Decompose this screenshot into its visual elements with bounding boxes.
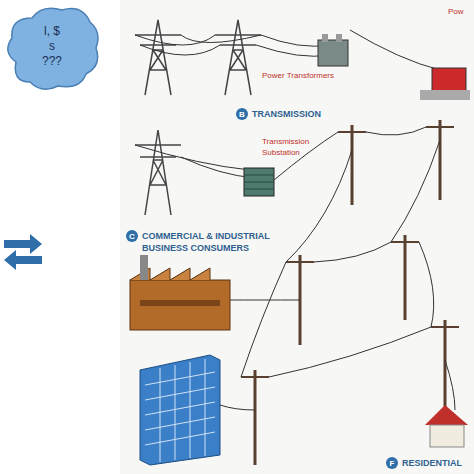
- cloud-text: l, $: [2, 24, 102, 39]
- cloud-text: ???: [2, 54, 102, 69]
- thought-cloud: l, $s???: [2, 2, 102, 94]
- cloud-text: s: [2, 39, 102, 54]
- section-badge: F: [386, 457, 398, 469]
- component-label: Transmission Substation: [262, 136, 332, 158]
- section-heading: TRANSMISSION: [252, 108, 321, 120]
- badge-letter: B: [239, 110, 245, 119]
- component-label: Pow: [448, 6, 464, 17]
- section-badge: C: [126, 230, 138, 242]
- badge-letter: C: [129, 232, 135, 241]
- section-heading: COMMERCIAL & INDUSTRIAL BUSINESS CONSUME…: [142, 230, 317, 254]
- badge-letter: F: [390, 459, 395, 468]
- section-heading: RESIDENTIAL: [402, 457, 462, 469]
- section-badge: B: [236, 108, 248, 120]
- component-label: Power Transformers: [262, 70, 334, 81]
